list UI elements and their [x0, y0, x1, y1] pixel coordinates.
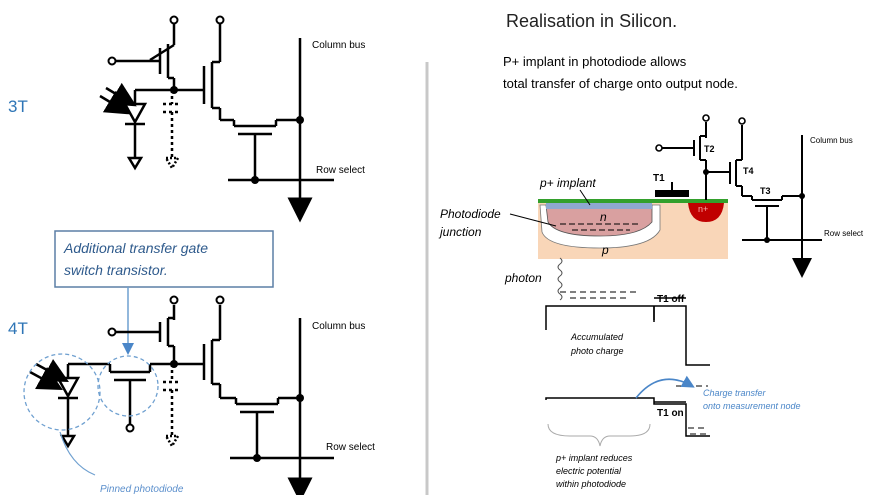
brace	[547, 423, 651, 447]
column-bus-3t: Column bus	[312, 40, 365, 51]
transfer-gate-callout	[54, 230, 274, 288]
column-bus-silicon: Column bus	[810, 136, 853, 145]
p-label: p	[601, 243, 609, 257]
charge-transfer-arrow	[635, 375, 695, 399]
subtitle-line2: total transfer of charge onto output nod…	[503, 76, 738, 91]
t1-off-label: T1 off	[657, 294, 685, 305]
callout-line2: switch transistor.	[64, 262, 168, 278]
n-label: n	[600, 210, 607, 224]
n-plus-label: n+	[698, 204, 708, 214]
n-plus-node	[688, 203, 724, 222]
photon-wave	[557, 257, 563, 301]
callout-line1: Additional transfer gate	[63, 240, 208, 256]
photodiode-junction-1: Photodiode	[440, 207, 501, 221]
transfer-gate-highlight-circle	[97, 355, 159, 417]
subtitle-line1: P+ implant in photodiode allows	[503, 54, 687, 69]
p-reduces-2: electric potential	[556, 466, 622, 476]
row-select-3t: Row select	[316, 165, 365, 176]
p-plus-layer	[546, 203, 652, 209]
n-well	[545, 204, 653, 237]
charge-transfer-2: onto measurement node	[703, 401, 801, 411]
photodiode-highlight-circle	[23, 353, 101, 431]
right-title: Realisation in Silicon.	[506, 11, 677, 31]
p-implant-label: p+ implant	[539, 176, 596, 190]
accumulated-1: Accumulated	[570, 332, 624, 342]
pinned-pointer	[59, 431, 96, 476]
row-select-4t: Row select	[326, 442, 375, 453]
light-arrows-3t	[99, 82, 137, 115]
circuit-silicon	[655, 114, 822, 278]
t2-label: T2	[704, 144, 715, 154]
photon-label: photon	[504, 271, 542, 285]
row-select-silicon: Row select	[824, 229, 864, 238]
column-bus-4t: Column bus	[312, 321, 365, 332]
t1-label: T1	[653, 173, 665, 184]
photodiode-junction-2: junction	[438, 225, 482, 239]
potential-diagram	[545, 305, 710, 437]
t1-on-label: T1 on	[657, 408, 684, 419]
t3-label: T3	[760, 186, 771, 196]
p-reduces-1: p+ implant reduces	[555, 453, 633, 463]
p-reduces-3: within photodiode	[556, 479, 626, 489]
t4-label: T4	[743, 166, 754, 176]
label-3t: 3T	[8, 97, 28, 116]
t1-gate	[655, 190, 689, 197]
accumulated-2: photo charge	[570, 346, 624, 356]
label-4t: 4T	[8, 319, 28, 338]
charge-transfer-1: Charge transfer	[703, 388, 767, 398]
circuit-3t	[107, 15, 334, 223]
light-arrows-4t	[29, 359, 69, 390]
pinned-photodiode-label: Pinned photodiode	[100, 484, 184, 495]
green-oxide	[538, 199, 728, 203]
